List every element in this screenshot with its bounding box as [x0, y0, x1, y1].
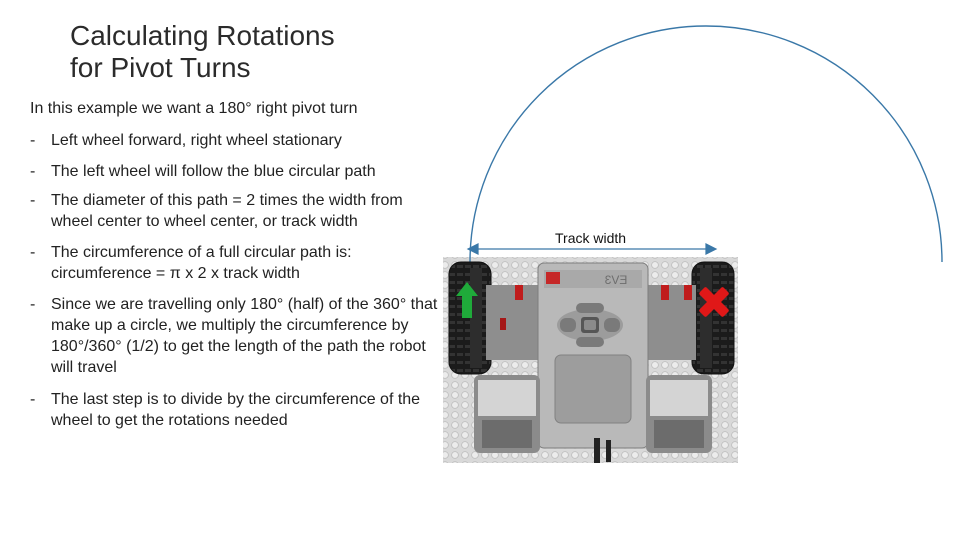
slide-title: Calculating Rotations for Pivot Turns [70, 20, 335, 84]
lego-logo [546, 272, 560, 284]
title-line-1: Calculating Rotations [70, 20, 335, 51]
rear-cable-left [594, 438, 600, 463]
rear-cable-right [606, 440, 611, 462]
bullet-text: The last step is to divide by the circum… [51, 391, 421, 429]
bullet-text: Since we are travelling only 180° (half)… [51, 296, 438, 376]
left-red-peg [515, 285, 523, 300]
bullet-marker: - [30, 132, 36, 149]
right-red-peg-2 [684, 285, 692, 300]
forward-arrow-icon [456, 282, 478, 318]
bullet-marker: - [30, 163, 36, 180]
bullet-item: -Since we are travelling only 180° (half… [30, 294, 440, 378]
track-width-dimension [466, 243, 718, 255]
right-red-peg [661, 285, 669, 300]
bullet-list: -Left wheel forward, right wheel station… [30, 130, 440, 439]
bullet-text: The left wheel will follow the blue circ… [51, 163, 376, 180]
bullet-text: Left wheel forward, right wheel stationa… [51, 132, 342, 149]
ev3-logo-text: EV3 [604, 273, 627, 287]
ev3-brick: EV3 [537, 262, 649, 449]
bullet-marker: - [30, 192, 36, 209]
bullet-marker: - [30, 244, 36, 261]
bullet-text: The circumference of a full circular pat… [51, 244, 352, 282]
title-line-2: for Pivot Turns [70, 52, 251, 83]
right-wheel [691, 261, 735, 375]
left-axle-frame [486, 285, 541, 360]
bullet-item: -The circumference of a full circular pa… [30, 242, 440, 284]
stop-x-icon [699, 287, 729, 317]
bullet-item: -Left wheel forward, right wheel station… [30, 130, 440, 151]
wheel-path-arc [469, 25, 943, 263]
bullet-marker: - [30, 296, 36, 313]
bullet-item: -The diameter of this path = 2 times the… [30, 190, 440, 232]
bullet-item: -The left wheel will follow the blue cir… [30, 161, 440, 182]
left-motor [474, 375, 540, 453]
intro-text: In this example we want a 180° right piv… [30, 100, 358, 117]
right-motor [646, 375, 712, 453]
bullet-item: -The last step is to divide by the circu… [30, 389, 440, 431]
left-red-peg-2 [500, 318, 506, 330]
bullet-text: The diameter of this path = 2 times the … [51, 192, 403, 230]
track-width-label: Track width [555, 230, 627, 246]
bullet-marker: - [30, 391, 36, 408]
